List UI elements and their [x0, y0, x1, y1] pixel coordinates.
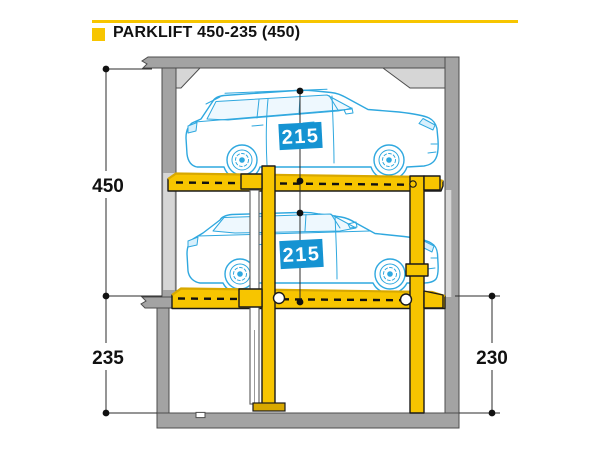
title-bullet-icon: [92, 28, 105, 41]
upper-platform-dashed-line: [175, 181, 439, 187]
upper-car-mirror: [343, 107, 354, 115]
pit-floor-notch: [195, 411, 206, 419]
lower-car-front-wheel: [374, 258, 406, 290]
lower-car-taillight-icon: [187, 236, 199, 248]
lower-platform-bracket-left: [238, 288, 263, 308]
right-column-collar: [405, 263, 429, 277]
upper-car-taillight-icon: [187, 122, 198, 134]
platform-roller-right: [399, 293, 413, 306]
platform-roller-left: [272, 291, 286, 305]
left-wall-light-face: [163, 173, 175, 290]
ceiling-haunch-left: [175, 67, 202, 89]
right-wall-light-face: [445, 190, 452, 297]
center-lift-column: [261, 165, 276, 409]
left-pit-wall: [156, 307, 170, 415]
upper-car-front-wheel: [373, 144, 405, 176]
pit-floor: [156, 412, 460, 429]
upper-car-handles: [251, 121, 438, 154]
upper-car-headlight-icon: [418, 118, 436, 131]
header-rule: [92, 20, 518, 23]
upper-car-spoiler: [205, 96, 221, 105]
pit-depth-right-label: 230: [476, 348, 508, 369]
building-structure: [140, 56, 460, 429]
ceiling-haunch-right: [381, 67, 446, 89]
upper-platform-bracket-left: [240, 173, 263, 190]
center-column-base: [252, 402, 286, 412]
total-height-label: 450: [92, 176, 124, 197]
lower-platform-dashed-line: [177, 297, 441, 302]
lift-system: [167, 165, 446, 414]
upper-platform-bracket-right: [423, 175, 441, 191]
upper-car-door-seams: [265, 95, 335, 166]
page-title: PARKLIFT 450-235 (450): [113, 24, 301, 41]
right-lift-column: [409, 175, 425, 414]
dimension-dots: [102, 65, 496, 417]
upper-car-beltline: [194, 108, 353, 123]
lower-car-mirror: [347, 221, 358, 229]
pit-depth-left-label: 235: [92, 348, 124, 369]
lower-car-windows: [212, 213, 357, 234]
lower-clearance-value: 215: [282, 243, 321, 267]
bolt-icon: [409, 180, 417, 188]
upper-clearance-badge: 215: [278, 121, 323, 151]
lower-clearance-badge: 215: [279, 238, 324, 270]
ceiling-slab: [141, 56, 460, 69]
lower-platform-bracket-right: [423, 290, 444, 309]
upper-clearance-value: 215: [281, 125, 320, 149]
upper-car-rear-wheel: [226, 144, 258, 176]
upper-car-roof-rail: [224, 88, 328, 94]
lower-car-beltline: [197, 230, 371, 237]
street-slab: [140, 296, 177, 309]
